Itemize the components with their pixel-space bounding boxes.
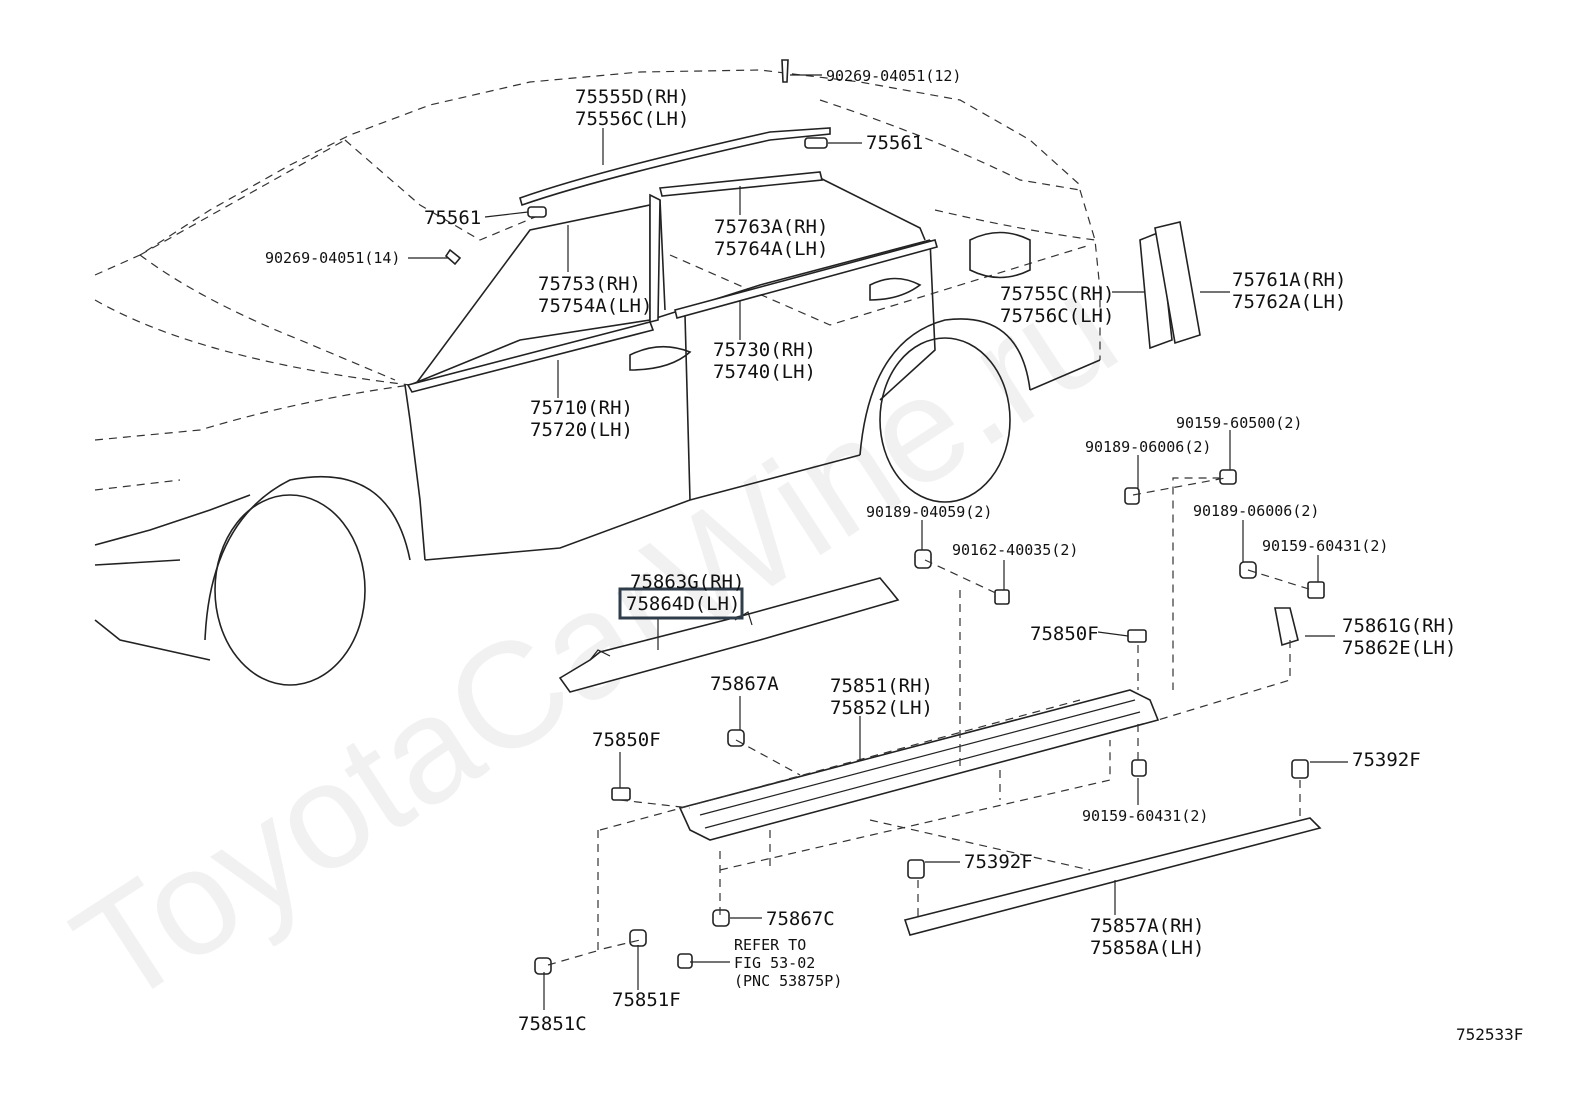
rocker-lower-strip bbox=[903, 817, 1322, 936]
rocker-panel-main bbox=[678, 689, 1160, 841]
label-75392f-a: 75392F bbox=[1352, 749, 1421, 771]
label-75720: 75720(LH) bbox=[530, 419, 633, 441]
label-75556: 75556C(LH) bbox=[575, 108, 689, 130]
label-75867c: 75867C bbox=[766, 908, 835, 930]
label-75861: 75861G(RH) bbox=[1342, 615, 1456, 637]
label-75858: 75858A(LH) bbox=[1090, 937, 1204, 959]
label-90189-04059: 90189-04059(2) bbox=[866, 503, 992, 521]
roof-clip-icons bbox=[444, 59, 828, 266]
label-90269-14: 90269-04051(14) bbox=[265, 249, 400, 267]
roof-moulding bbox=[519, 127, 831, 207]
label-75756: 75756C(LH) bbox=[1000, 305, 1114, 327]
label-75761: 75761A(RH) bbox=[1232, 269, 1346, 291]
door-belt-mouldings bbox=[406, 171, 938, 393]
label-75851f: 75851F bbox=[612, 989, 681, 1011]
label-75867a: 75867A bbox=[710, 673, 779, 695]
label-75753: 75753(RH) bbox=[538, 273, 641, 295]
label-90162: 90162-40035(2) bbox=[952, 541, 1078, 559]
label-75730: 75730(RH) bbox=[713, 339, 816, 361]
label-75850f-a: 75850F bbox=[1030, 623, 1099, 645]
label-75392f-b: 75392F bbox=[964, 851, 1033, 873]
label-75755: 75755C(RH) bbox=[1000, 283, 1114, 305]
label-90189-06006-b: 90189-06006(2) bbox=[1193, 502, 1319, 520]
rear-pillar-garnish bbox=[1139, 221, 1201, 350]
rocker-moulding-upper bbox=[558, 577, 900, 693]
figure-code: 752533F bbox=[1456, 1025, 1523, 1044]
label-75561-left: 75561 bbox=[424, 207, 481, 229]
fastener-icons bbox=[534, 469, 1325, 975]
label-90159-60431-b: 90159-60431(2) bbox=[1082, 807, 1208, 825]
label-75764: 75764A(LH) bbox=[714, 238, 828, 260]
label-75710: 75710(RH) bbox=[530, 397, 633, 419]
label-75555: 75555D(RH) bbox=[575, 86, 689, 108]
label-75561-top: 75561 bbox=[866, 132, 923, 154]
label-75740: 75740(LH) bbox=[713, 361, 816, 383]
label-75863: 75863G(RH) bbox=[630, 571, 744, 593]
label-75851c: 75851C bbox=[518, 1013, 587, 1035]
label-75862: 75862E(LH) bbox=[1342, 637, 1456, 659]
label-75763: 75763A(RH) bbox=[714, 216, 828, 238]
label-75850f-b: 75850F bbox=[592, 729, 661, 751]
label-75851: 75851(RH) bbox=[830, 675, 933, 697]
label-75852: 75852(LH) bbox=[830, 697, 933, 719]
label-90159-60500: 90159-60500(2) bbox=[1176, 414, 1302, 432]
label-75762: 75762A(LH) bbox=[1232, 291, 1346, 313]
label-90269-12: 90269-04051(12) bbox=[826, 67, 961, 85]
label-90189-06006-a: 90189-06006(2) bbox=[1085, 438, 1211, 456]
car-body-outline bbox=[94, 69, 1101, 686]
label-90159-60431-a: 90159-60431(2) bbox=[1262, 537, 1388, 555]
assembly-lines bbox=[547, 477, 1313, 966]
label-75864: 75864D(LH) bbox=[626, 593, 740, 615]
label-refer-1: REFER TO bbox=[734, 936, 806, 954]
leader-lines bbox=[408, 74, 1348, 1010]
label-75754: 75754A(LH) bbox=[538, 295, 652, 317]
label-refer-3: (PNC 53875P) bbox=[734, 972, 842, 990]
label-refer-2: FIG 53-02 bbox=[734, 954, 815, 972]
part-labels: 90269-04051(12) 75555D(RH) 75556C(LH) 75… bbox=[265, 67, 1523, 1044]
highlight-box bbox=[618, 587, 744, 620]
label-75857: 75857A(RH) bbox=[1090, 915, 1204, 937]
